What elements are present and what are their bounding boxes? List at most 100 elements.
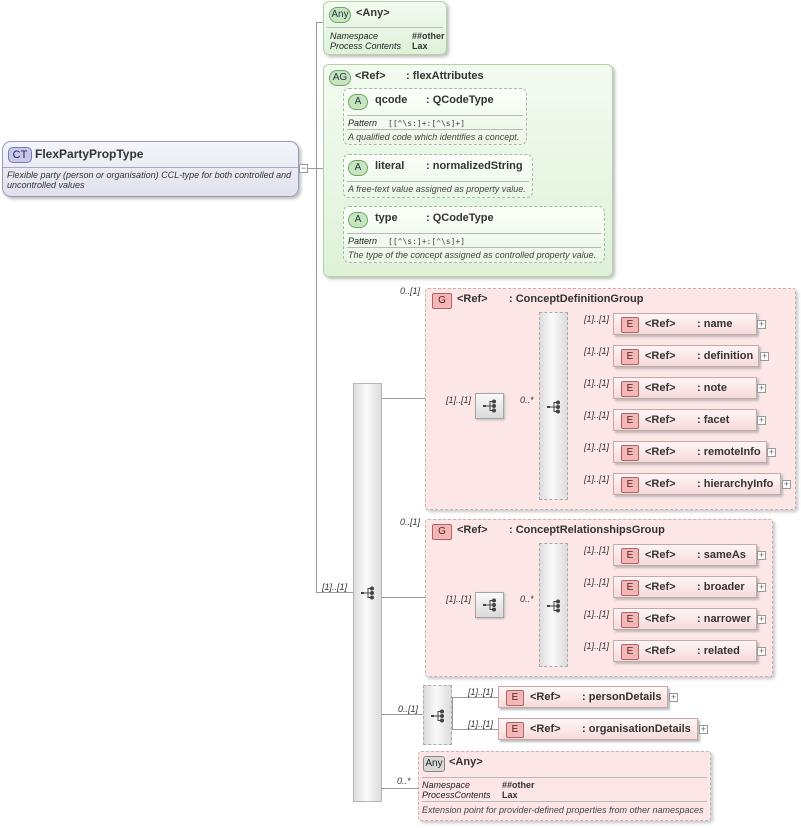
element-remoteinfo[interactable]: E <Ref> : remoteInfo <box>613 441 767 463</box>
main-sequence-bar[interactable] <box>353 383 382 802</box>
any-badge: Any <box>329 7 351 23</box>
any-namespace-key: Namespace <box>330 31 379 41</box>
element-ref: <Ref> <box>645 613 676 625</box>
element-occurrence: [1]..[1] <box>584 410 610 420</box>
attribute-pattern-label: Pattern <box>348 118 378 128</box>
divider <box>3 167 298 168</box>
sequence-compositor[interactable] <box>475 592 504 618</box>
element-occurrence: [1]..[1] <box>584 474 610 484</box>
element-label: : note <box>697 382 727 394</box>
attribute-group-name: : flexAttributes <box>406 70 484 82</box>
attribute-pattern: [[^\s:]+:[^\s]+] <box>388 119 466 128</box>
element-badge: E <box>621 349 639 365</box>
group-name: : ConceptRelationshipsGroup <box>509 524 665 536</box>
element-persondetails[interactable]: E <Ref> : personDetails <box>498 686 668 708</box>
choice-icon <box>547 599 560 613</box>
sequence-occurrence: [1]..[1] <box>446 395 472 405</box>
attribute-group-badge: AG <box>329 70 351 86</box>
element-definition[interactable]: E <Ref> : definition <box>613 345 759 367</box>
element-ref: <Ref> <box>645 446 676 458</box>
element-occurrence: [1]..[1] <box>468 687 494 697</box>
element-ref: <Ref> <box>645 478 676 490</box>
collapse-toggle-icon[interactable]: − <box>299 163 308 173</box>
attribute-name: literal <box>375 160 405 172</box>
group-ref: <Ref> <box>457 524 488 536</box>
element-ref: <Ref> <box>645 549 676 561</box>
group-occurrence: 0..[1] <box>400 286 421 296</box>
element-hierarchyinfo[interactable]: E <Ref> : hierarchyInfo <box>613 473 781 495</box>
sequence-occurrence: [1]..[1] <box>322 582 348 592</box>
element-ref: <Ref> <box>530 723 561 735</box>
party-choice-compositor[interactable] <box>423 685 452 745</box>
group-ref: <Ref> <box>457 293 488 305</box>
sequence-icon <box>483 399 496 413</box>
element-badge: E <box>621 317 639 333</box>
element-label: : related <box>697 645 740 657</box>
any-process-key: ProcessContents <box>422 790 491 800</box>
element-facet[interactable]: E <Ref> : facet <box>613 409 757 431</box>
attribute-badge: A <box>348 212 368 228</box>
complex-type-node[interactable]: CT FlexPartyPropType Flexible party (per… <box>2 141 299 197</box>
element-label: : definition <box>697 350 754 362</box>
expand-icon[interactable]: + <box>757 646 766 656</box>
expand-icon[interactable]: + <box>757 614 766 624</box>
group-name: : ConceptDefinitionGroup <box>509 293 644 305</box>
any-process-value: Lax <box>502 790 518 800</box>
expand-icon[interactable]: + <box>767 447 776 457</box>
sequence-occurrence: [1]..[1] <box>446 594 472 604</box>
attribute-type: : normalizedString <box>426 160 523 172</box>
complex-type-name: FlexPartyPropType <box>35 147 144 161</box>
expand-icon[interactable]: + <box>669 692 678 702</box>
attribute-doc: A free-text value assigned as property v… <box>348 184 526 194</box>
element-broader[interactable]: E <Ref> : broader <box>613 576 757 598</box>
expand-icon[interactable]: + <box>782 479 791 489</box>
element-occurrence: [1]..[1] <box>584 545 610 555</box>
expand-icon[interactable]: + <box>699 724 708 734</box>
choice-compositor[interactable] <box>539 543 568 667</box>
element-name[interactable]: E <Ref> : name <box>613 313 757 335</box>
any-process-value: Lax <box>412 41 428 51</box>
expand-icon[interactable]: + <box>757 582 766 592</box>
attribute-name: type <box>375 212 398 224</box>
element-sameas[interactable]: E <Ref> : sameAs <box>613 544 757 566</box>
attribute-type-node[interactable]: A type : QCodeType Pattern [[^\s:]+:[^\s… <box>343 206 605 263</box>
any-namespace-value: ##other <box>502 780 535 790</box>
any-bottom-node[interactable]: Any <Any> Namespace ##other ProcessConte… <box>418 751 711 821</box>
element-organisationdetails[interactable]: E <Ref> : organisationDetails <box>498 718 698 740</box>
expand-icon[interactable]: + <box>757 550 766 560</box>
choice-occurrence: 0..[1] <box>398 704 419 714</box>
element-narrower[interactable]: E <Ref> : narrower <box>613 608 757 630</box>
complex-type-documentation: Flexible party (person or organisation) … <box>7 170 292 190</box>
element-badge: E <box>621 644 639 660</box>
element-ref: <Ref> <box>645 581 676 593</box>
attribute-pattern: [[^\s:]+:[^\s]+] <box>388 237 466 246</box>
element-label: : personDetails <box>582 691 662 703</box>
expand-icon[interactable]: + <box>760 351 769 361</box>
attribute-type: : QCodeType <box>426 212 494 224</box>
element-badge: E <box>621 445 639 461</box>
choice-icon <box>547 400 560 414</box>
expand-icon[interactable]: + <box>757 415 766 425</box>
sequence-compositor[interactable] <box>475 393 504 419</box>
element-label: : narrower <box>697 613 751 625</box>
element-note[interactable]: E <Ref> : note <box>613 377 757 399</box>
element-occurrence: [1]..[1] <box>584 442 610 452</box>
element-label: : remoteInfo <box>697 446 761 458</box>
any-occurrence: 0..* <box>397 776 411 786</box>
any-top-node[interactable]: Any <Any> Namespace ##other Process Cont… <box>323 1 447 55</box>
choice-compositor[interactable] <box>539 312 568 500</box>
attribute-qcode[interactable]: A qcode : QCodeType Pattern [[^\s:]+:[^\… <box>343 88 527 145</box>
attribute-badge: A <box>348 160 368 176</box>
any-namespace-key: Namespace <box>422 780 471 790</box>
element-related[interactable]: E <Ref> : related <box>613 640 757 662</box>
expand-icon[interactable]: + <box>757 383 766 393</box>
element-occurrence: [1]..[1] <box>584 577 610 587</box>
group-occurrence: 0..[1] <box>400 517 421 527</box>
element-occurrence: [1]..[1] <box>584 609 610 619</box>
expand-icon[interactable]: + <box>757 319 766 329</box>
element-occurrence: [1]..[1] <box>584 346 610 356</box>
any-namespace-value: ##other <box>412 31 445 41</box>
element-occurrence: [1]..[1] <box>584 641 610 651</box>
attribute-literal[interactable]: A literal : normalizedString A free-text… <box>343 154 533 198</box>
element-label: : organisationDetails <box>582 723 691 735</box>
